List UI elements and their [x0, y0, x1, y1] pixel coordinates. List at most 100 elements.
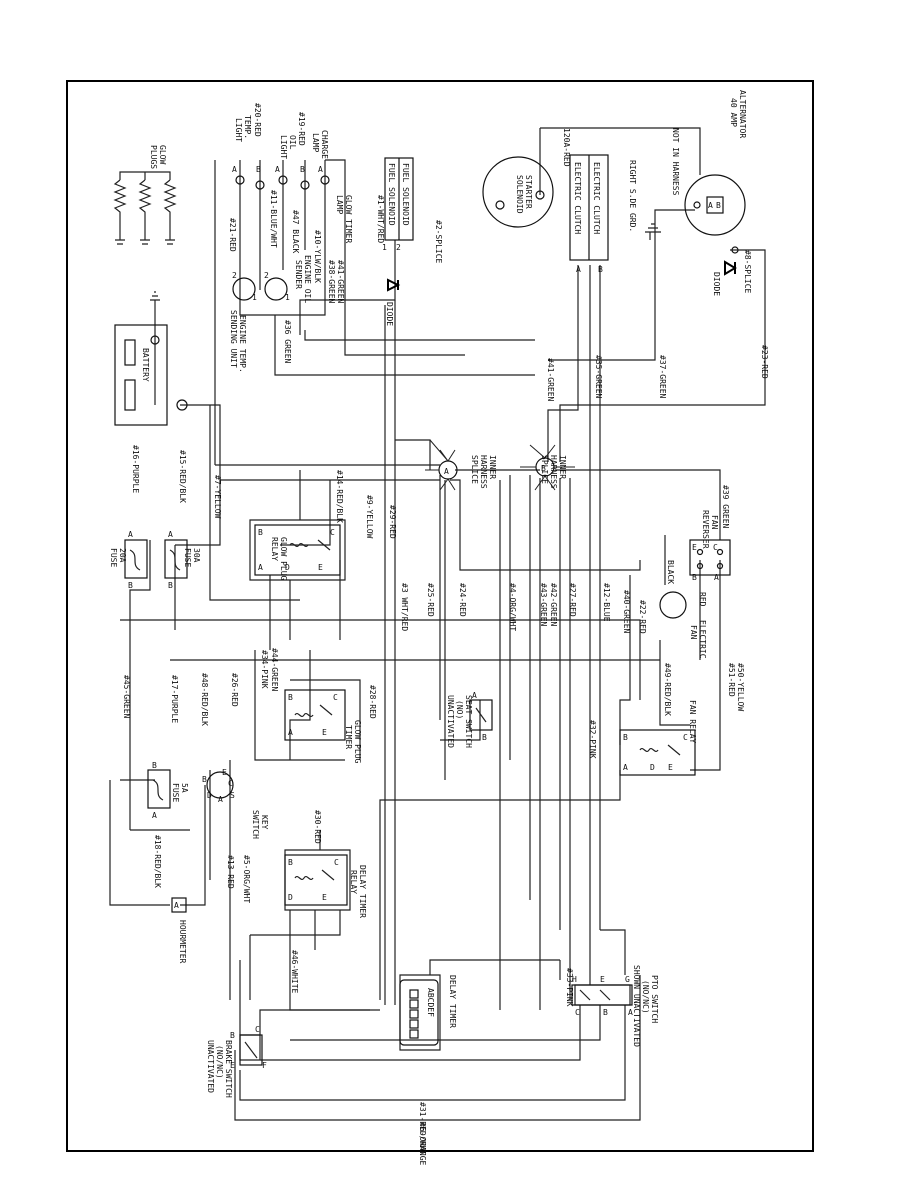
svg-text:A: A: [714, 573, 719, 582]
svg-text:#1-WHT/RED: #1-WHT/RED: [376, 195, 385, 243]
diode-fuel: DIODE: [385, 278, 401, 326]
svg-text:OIL: OIL: [288, 135, 297, 150]
wire-44-label: #44-GREEN: [270, 648, 279, 692]
glow-plug-relay: B A C E D GLOW PLUG RELAY: [254, 524, 341, 581]
wire-27-label: #27-RED: [568, 583, 577, 617]
fan-reverser-label-1: FAN: [710, 515, 719, 530]
wire-6-label: #6-ORANGE: [418, 1122, 427, 1166]
brake-switch-label-2: (NO/NC): [215, 1045, 224, 1079]
svg-text:CHARGE: CHARGE: [320, 130, 329, 159]
svg-text:SENDER: SENDER: [294, 260, 303, 289]
wire-7-label: #7-YELLOW: [213, 475, 222, 519]
svg-text:B: B: [541, 464, 546, 473]
hourmeter: A HOURMETER: [171, 897, 187, 964]
svg-text:C: C: [713, 543, 718, 552]
electric-fan-label-1: ELECTRIC: [698, 620, 707, 659]
svg-text:#41-GREEN: #41-GREEN: [546, 358, 555, 402]
svg-text:DELAY TIMER: DELAY TIMER: [358, 865, 367, 918]
svg-text:H: H: [572, 975, 577, 984]
ground-symbol-right: [645, 223, 661, 240]
svg-text:(NO/NC): (NO/NC): [641, 980, 650, 1014]
svg-text:DIODE: DIODE: [712, 272, 721, 296]
svg-text:#5-ORG/WHT: #5-ORG/WHT: [242, 855, 251, 903]
wire-19-label: #19-RED: [297, 112, 306, 146]
svg-text:(NO): (NO): [455, 700, 464, 719]
svg-text:1: 1: [252, 293, 257, 302]
svg-text:NOT IN HARNESS: NOT IN HARNESS: [671, 128, 680, 196]
svg-text:20A: 20A: [118, 548, 127, 563]
electric-clutch-label-2: ELECTRIC CLUTCH: [573, 162, 582, 234]
splice-8-label: #8-SPLICE: [743, 250, 752, 294]
battery-label: BATTERY: [141, 348, 150, 382]
wire-41-label: #41-GREEN: [336, 260, 345, 304]
svg-text:A: A: [288, 728, 293, 737]
svg-text:C: C: [255, 1025, 260, 1034]
svg-text:GLOW PLUG: GLOW PLUG: [353, 720, 362, 764]
svg-text:#6-ORANGE: #6-ORANGE: [418, 1122, 427, 1166]
svg-text:FUSE: FUSE: [109, 548, 118, 567]
wire-14-label: #14-RED/BLK: [335, 470, 344, 523]
engine-temp-unit-label-2: SENDING UNIT: [229, 310, 238, 368]
wire-40-label: #40-GREEN: [622, 590, 631, 634]
svg-text:#20-RED: #20-RED: [253, 103, 262, 137]
svg-text:E: E: [692, 543, 697, 552]
glow-plugs: GLOW PLUGS: [113, 145, 177, 245]
svg-text:PLUGS: PLUGS: [149, 145, 158, 169]
wire-16-label: #16-PURPLE: [131, 445, 140, 493]
svg-text:#37-GREEN: #37-GREEN: [658, 355, 667, 399]
svg-text:#27-RED: #27-RED: [568, 583, 577, 617]
electric-clutch-label-1: ELECTRIC CLUTCH: [592, 162, 601, 234]
svg-text:1: 1: [285, 293, 290, 302]
svg-text:#29-RED: #29-RED: [388, 505, 397, 539]
svg-text:B: B: [716, 201, 721, 210]
fan-reverser: E C B A FAN REVERSER: [689, 510, 731, 582]
wire-42-label: #42-GREEN: [549, 583, 558, 627]
svg-text:B: B: [256, 165, 261, 174]
key-switch-label-1: KEY: [260, 815, 269, 830]
wire-23-label: #23-RED: [760, 345, 769, 379]
charge-lamp-label-1: CHARGE: [320, 130, 329, 159]
svg-text:2: 2: [396, 243, 401, 252]
wire-35-label: #35-GREEN: [594, 355, 603, 399]
svg-text:GLOW TIMER: GLOW TIMER: [344, 195, 353, 243]
svg-text:#28-RED: #28-RED: [368, 685, 377, 719]
fuse-20a-label-2: FUSE: [109, 548, 118, 567]
inner-splice-a-label-3: SPLICE: [470, 455, 479, 484]
svg-text:#11-BLUE/WHT: #11-BLUE/WHT: [269, 190, 278, 248]
svg-text:#49-RED/BLK: #49-RED/BLK: [663, 663, 672, 716]
svg-text:LIGHT: LIGHT: [279, 135, 288, 159]
svg-text:BLACK: BLACK: [666, 560, 675, 584]
inner-splice-b-label-3: SPLICE: [540, 455, 549, 484]
wire-12-label: #12-BLUE: [602, 583, 611, 622]
wire-17-label: #17-PURPLE: [170, 675, 179, 723]
wire-9-label: #9-YELLOW: [365, 495, 374, 539]
fan-relay: B A C E D FAN RELAY: [619, 700, 697, 776]
svg-text:E: E: [668, 763, 673, 772]
wire-120a-label: 120A-RED: [562, 128, 571, 167]
senders: 2 1 2 1: [232, 271, 290, 302]
electric-clutch: ELECTRIC CLUTCH ELECTRIC CLUTCH A B: [569, 154, 609, 274]
svg-text:B: B: [288, 858, 293, 867]
wire-38-label: #38-GREEN: [327, 260, 336, 304]
svg-text:#32-PINK: #32-PINK: [588, 720, 597, 759]
svg-text:A: A: [275, 165, 280, 174]
svg-text:#15-RED/BLK: #15-RED/BLK: [178, 450, 187, 503]
svg-text:C: C: [575, 1008, 580, 1017]
wire-32-label: #32-PINK: [588, 720, 597, 759]
svg-text:B: B: [152, 761, 157, 770]
pto-switch-label-2: (NO/NC): [641, 980, 650, 1014]
wire-51-label: #51-RED: [727, 663, 736, 697]
svg-text:ELECTRIC CLUTCH: ELECTRIC CLUTCH: [573, 162, 582, 234]
svg-text:5A: 5A: [180, 783, 189, 793]
svg-text:#25-RED: #25-RED: [426, 583, 435, 617]
diagram-frame: [66, 80, 814, 1152]
svg-text:#38-GREEN: #38-GREEN: [327, 260, 336, 304]
svg-text:#50-YELLOW: #50-YELLOW: [736, 663, 745, 711]
wire-11-label: #11-BLUE/WHT: [269, 190, 278, 248]
indicator-lamps: A B A B A: [232, 165, 330, 190]
svg-text:#44-GREEN: #44-GREEN: [270, 648, 279, 692]
wire-4-label: #4-ORG/WHT: [508, 583, 517, 631]
wire-46-label: #46-WHITE: [290, 950, 299, 994]
svg-text:E: E: [322, 893, 327, 902]
